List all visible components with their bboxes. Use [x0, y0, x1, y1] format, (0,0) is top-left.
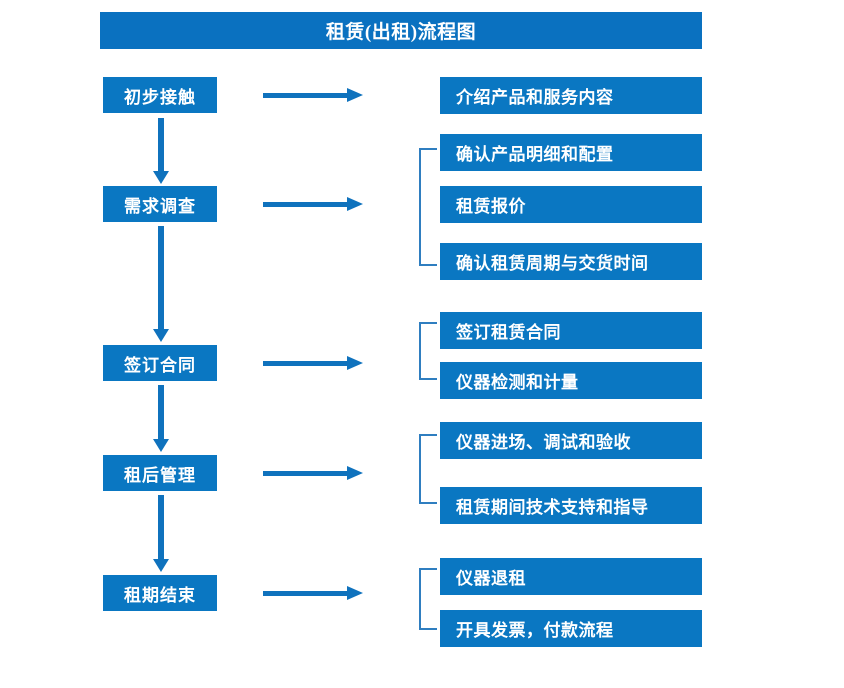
- detail-box-10[interactable]: 开具发票，付款流程: [440, 610, 702, 647]
- detail-box-1[interactable]: 介绍产品和服务内容: [440, 77, 702, 114]
- vertical-arrow-3: [153, 385, 169, 452]
- detail-box-3[interactable]: 租赁报价: [440, 186, 702, 223]
- arrow-head-right-icon: [347, 88, 363, 102]
- group-bracket-1: [419, 148, 437, 266]
- vertical-arrow-shaft: [158, 495, 164, 559]
- group-bracket-2: [419, 322, 437, 380]
- arrow-head-right-icon: [347, 466, 363, 480]
- arrow-head-down-icon: [153, 329, 169, 342]
- arrow-head-down-icon: [153, 171, 169, 184]
- vertical-arrow-1: [153, 118, 169, 184]
- horizontal-arrow-shaft: [263, 202, 349, 207]
- horizontal-arrow-4: [263, 466, 363, 480]
- arrow-head-down-icon: [153, 439, 169, 452]
- detail-box-8[interactable]: 租赁期间技术支持和指导: [440, 487, 702, 524]
- detail-box-9[interactable]: 仪器退租: [440, 558, 702, 595]
- stage-box-3[interactable]: 签订合同: [103, 345, 217, 381]
- arrow-head-right-icon: [347, 197, 363, 211]
- horizontal-arrow-2: [263, 197, 363, 211]
- vertical-arrow-shaft: [158, 385, 164, 439]
- vertical-arrow-shaft: [158, 118, 164, 171]
- detail-box-6[interactable]: 仪器检测和计量: [440, 362, 702, 399]
- detail-box-4[interactable]: 确认租赁周期与交货时间: [440, 243, 702, 280]
- stage-box-4[interactable]: 租后管理: [103, 455, 217, 491]
- group-bracket-4: [419, 568, 437, 630]
- detail-box-5[interactable]: 签订租赁合同: [440, 312, 702, 349]
- vertical-arrow-2: [153, 226, 169, 342]
- stage-box-2[interactable]: 需求调查: [103, 186, 217, 222]
- stage-box-5[interactable]: 租期结束: [103, 575, 217, 611]
- detail-box-7[interactable]: 仪器进场、调试和验收: [440, 422, 702, 459]
- stage-box-1[interactable]: 初步接触: [103, 77, 217, 113]
- horizontal-arrow-shaft: [263, 93, 349, 98]
- arrow-head-right-icon: [347, 586, 363, 600]
- detail-box-2[interactable]: 确认产品明细和配置: [440, 134, 702, 171]
- vertical-arrow-shaft: [158, 226, 164, 329]
- vertical-arrow-4: [153, 495, 169, 572]
- horizontal-arrow-1: [263, 88, 363, 102]
- arrow-head-down-icon: [153, 559, 169, 572]
- horizontal-arrow-shaft: [263, 591, 349, 596]
- group-bracket-3: [419, 434, 437, 504]
- horizontal-arrow-5: [263, 586, 363, 600]
- diagram-title: 租赁(出租)流程图: [100, 12, 702, 49]
- arrow-head-right-icon: [347, 356, 363, 370]
- horizontal-arrow-3: [263, 356, 363, 370]
- horizontal-arrow-shaft: [263, 471, 349, 476]
- horizontal-arrow-shaft: [263, 361, 349, 366]
